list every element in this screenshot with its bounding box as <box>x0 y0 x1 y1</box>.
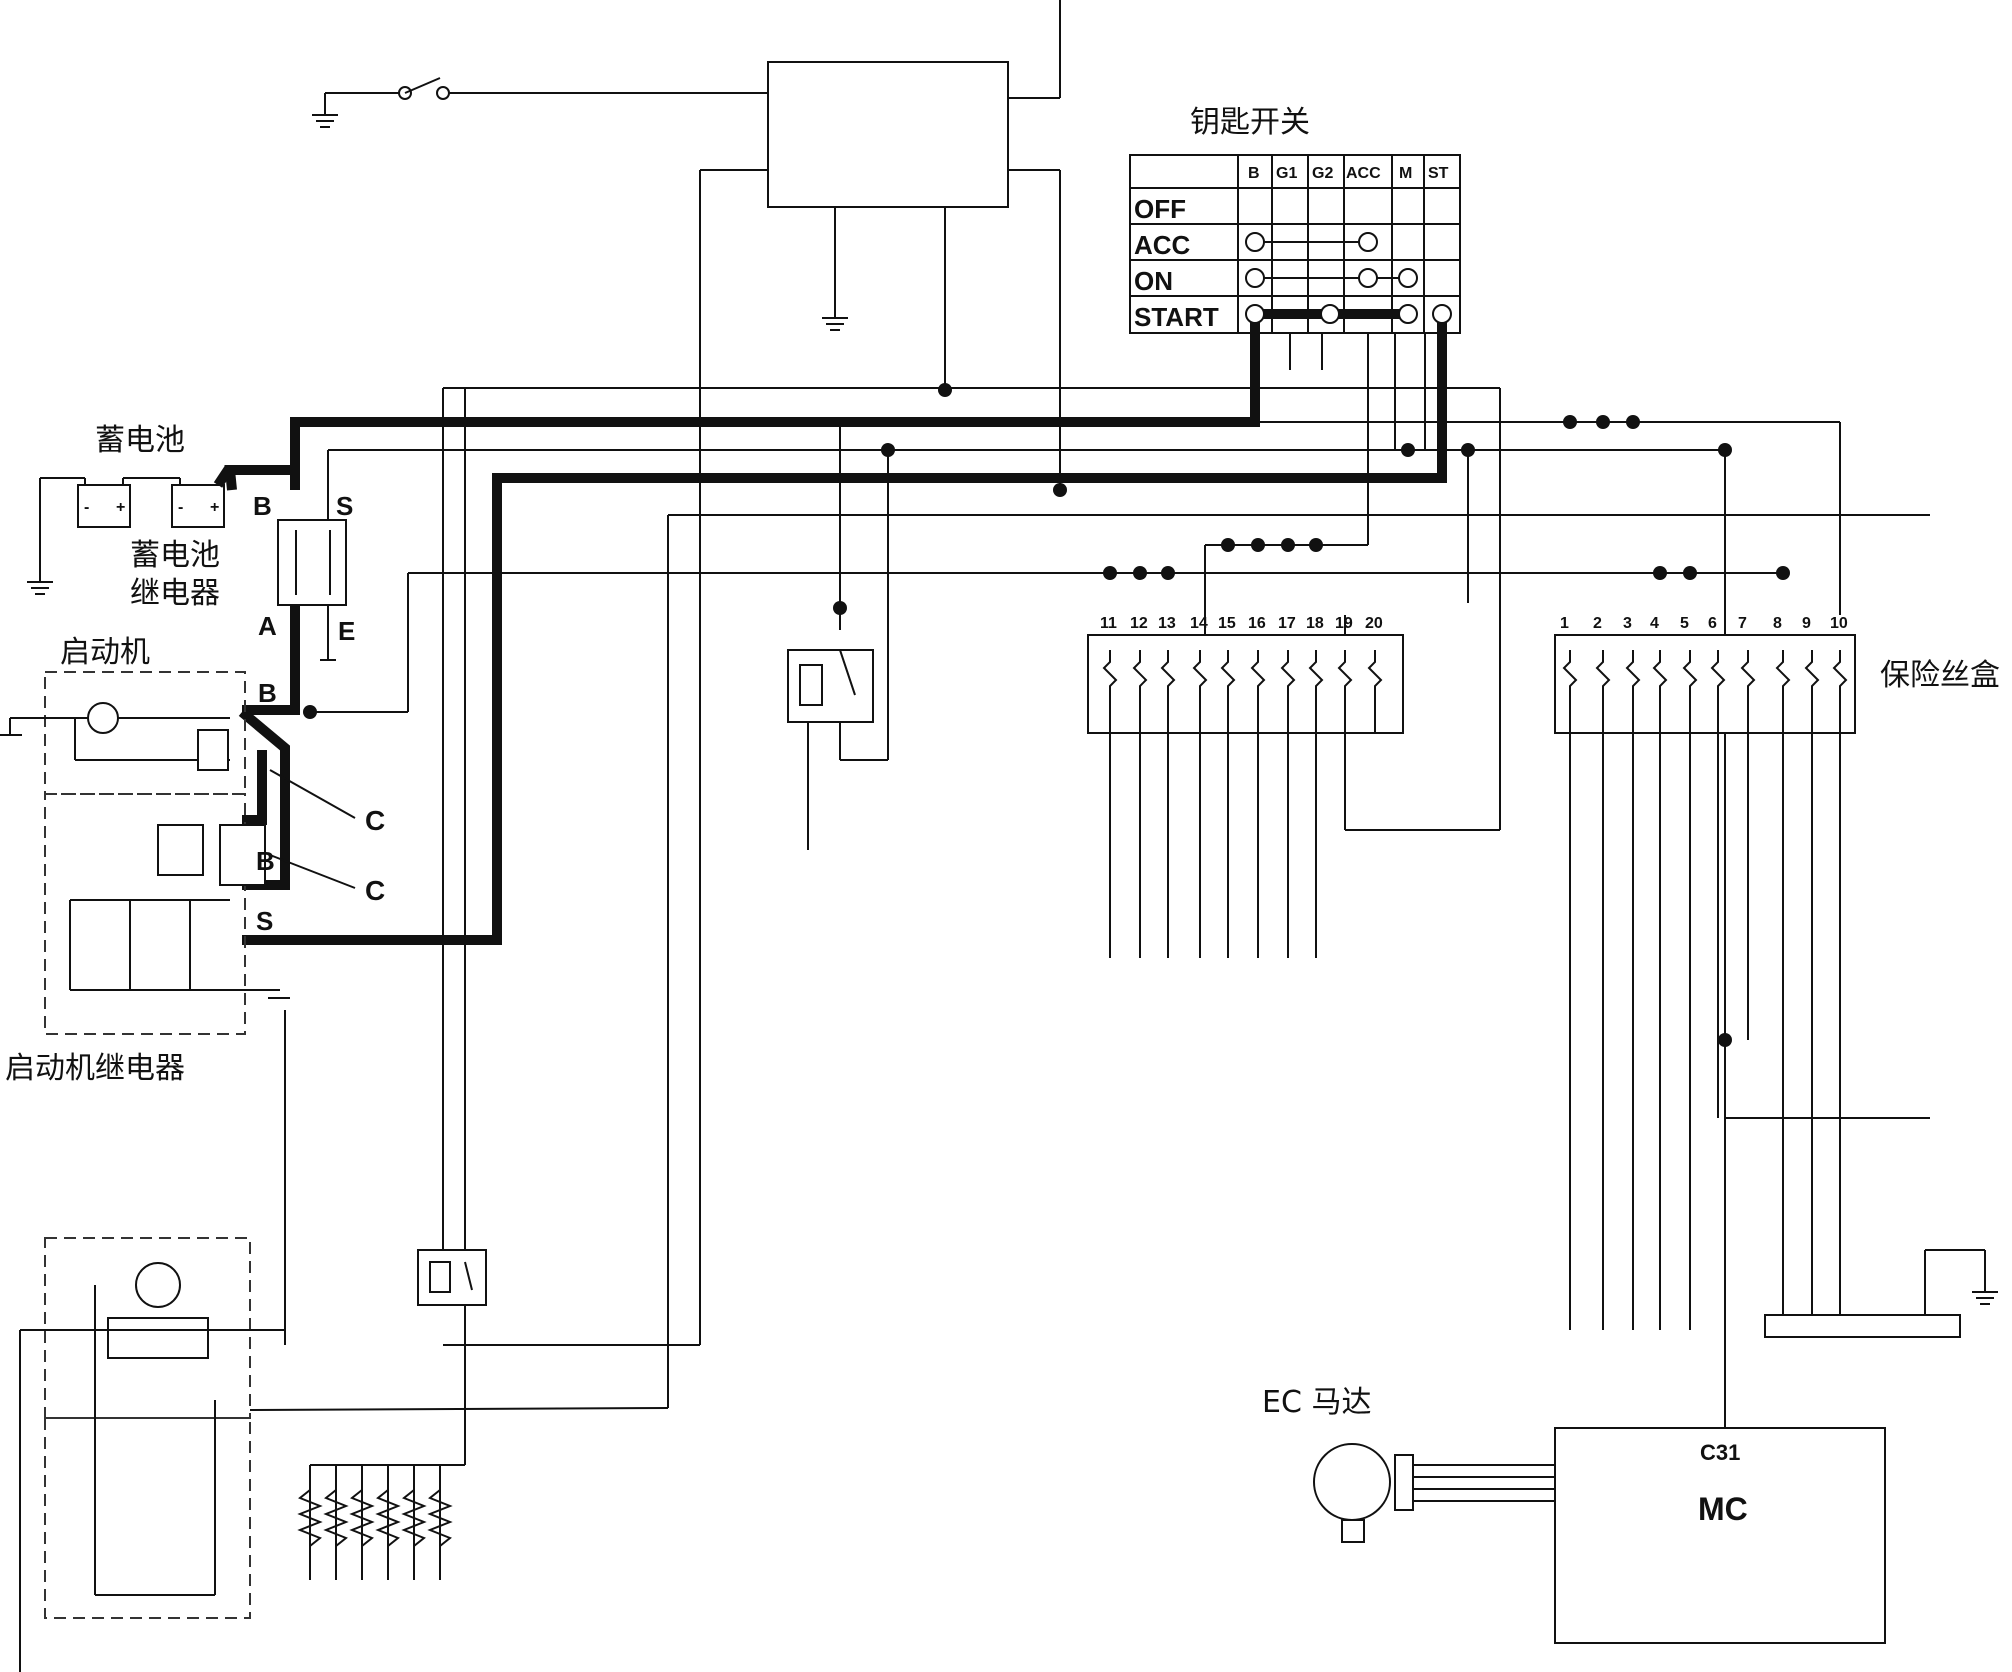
fuse-left-symbol <box>1308 650 1324 700</box>
junction-dots <box>303 383 1790 1047</box>
fuse-labels-right: 1 2 3 4 5 6 7 8 9 10 <box>1560 615 1848 632</box>
fuse-right-label: 8 <box>1773 615 1782 632</box>
key-row-on: ON <box>1134 266 1173 296</box>
battery-label: 蓄电池 <box>95 423 185 458</box>
key-col-b: B <box>1248 165 1260 182</box>
battery-relay-label-2: 继电器 <box>130 576 220 611</box>
fuse-right-symbol <box>1804 650 1820 700</box>
key-switch-table: B G1 G2 ACC M ST OFF ACC ON START <box>1129 154 1461 334</box>
key-col-acc: ACC <box>1346 165 1381 182</box>
key-col-g2: G2 <box>1312 165 1333 182</box>
terminal-a: A <box>258 611 277 641</box>
key-row-acc: ACC <box>1134 230 1191 260</box>
fuse-right-symbol <box>1595 650 1611 700</box>
fuse-box-label: 保险丝盒 <box>1880 658 2000 693</box>
terminal-e: E <box>338 616 355 646</box>
key-row-off: OFF <box>1134 194 1186 224</box>
alternator <box>19 1237 669 1672</box>
key-row-start: START <box>1134 302 1219 332</box>
fuse-right-label: 5 <box>1680 615 1689 632</box>
fuse-left-symbol <box>1250 650 1266 700</box>
terminal-b-starter: B <box>258 678 277 708</box>
terminal-s-starter-relay: S <box>256 906 273 936</box>
key-switch-title: 钥匙开关 <box>1190 105 1310 140</box>
battery: - + - + <box>27 465 292 595</box>
fuse-left-label: 11 <box>1100 615 1117 632</box>
fuse-right-symbol <box>1652 650 1668 700</box>
svg-text:-: - <box>84 499 89 516</box>
fuse-right-symbol <box>1682 650 1698 700</box>
mc-pin-label: C31 <box>1700 1440 1740 1465</box>
fuse-right-symbol <box>1740 650 1756 700</box>
fuse-left-symbol <box>1132 650 1148 700</box>
ec-motor <box>1313 1443 1555 1543</box>
fuse-right-symbol <box>1775 650 1791 700</box>
battery-relay <box>277 450 347 661</box>
terminal-b-starter-relay: B <box>256 846 275 876</box>
fuse-right-label: 6 <box>1708 615 1717 632</box>
fuse-left-symbol <box>1160 650 1176 700</box>
fuse-left-label: 15 <box>1218 615 1236 632</box>
fuse-labels-left: 11 12 13 14 15 16 17 18 19 20 <box>1100 615 1383 632</box>
mc-controller <box>1554 1118 1886 1644</box>
terminal-c-2: C <box>365 875 385 906</box>
fuse-symbols <box>1102 650 1848 1330</box>
fuse-left-symbol <box>1280 650 1296 700</box>
svg-text:+: + <box>210 499 219 516</box>
key-col-m: M <box>1399 165 1412 182</box>
fuse-right-label: 10 <box>1830 615 1848 632</box>
key-col-g1: G1 <box>1276 165 1297 182</box>
svg-text:+: + <box>116 499 125 516</box>
fuse-right-label: 2 <box>1593 615 1602 632</box>
center-relay <box>787 450 889 850</box>
terminal-c-1: C <box>365 805 385 836</box>
fuse-box-left <box>1087 615 1404 734</box>
fuse-left-symbol <box>1367 650 1383 700</box>
fuse-left-symbol <box>1337 650 1353 700</box>
fuse-left-label: 18 <box>1306 615 1324 632</box>
fuse-left-label: 14 <box>1190 615 1208 632</box>
ec-motor-label: EC 马达 <box>1262 1385 1371 1420</box>
fuse-left-label: 19 <box>1335 615 1353 632</box>
fuse-left-label: 12 <box>1130 615 1148 632</box>
starter-label: 启动机 <box>60 635 150 670</box>
fuse-left-label: 17 <box>1278 615 1296 632</box>
starter <box>0 671 246 795</box>
fuse-right-symbol <box>1832 650 1848 700</box>
fuse-right-label: 7 <box>1738 615 1747 632</box>
terminal-b-battery-relay: B <box>253 491 272 521</box>
svg-text:-: - <box>178 499 183 516</box>
starter-relay <box>44 793 290 1345</box>
fuse-right-symbol <box>1710 650 1726 700</box>
fuse-right-symbol <box>1562 650 1578 700</box>
key-col-st: ST <box>1428 165 1449 182</box>
fuse-right-label: 1 <box>1560 615 1569 632</box>
fuse-left-label: 20 <box>1365 615 1383 632</box>
ground-symbol-top <box>822 317 848 331</box>
fuse-left-symbol <box>1192 650 1208 700</box>
resistor-bank <box>297 1464 465 1580</box>
fuse-left-symbol <box>1220 650 1236 700</box>
fuse-left-symbol <box>1102 650 1118 700</box>
battery-relay-label-1: 蓄电池 <box>130 538 220 573</box>
bus-wires <box>310 170 1930 1466</box>
fuse-right-label: 4 <box>1650 615 1659 632</box>
top-control-box <box>700 0 1061 390</box>
fuse-right-symbol <box>1625 650 1641 700</box>
fuse-right-label: 9 <box>1802 615 1811 632</box>
mc-label: MC <box>1698 1491 1748 1527</box>
fuse-left-label: 13 <box>1158 615 1176 632</box>
terminal-s-battery-relay: S <box>336 491 353 521</box>
top-switch <box>312 77 768 128</box>
starter-relay-label: 启动机继电器 <box>5 1051 185 1086</box>
mid-relay <box>417 1249 487 1306</box>
fuse-box-right <box>1554 634 1856 734</box>
fuse-right-label: 3 <box>1623 615 1632 632</box>
terminal-block <box>1764 1249 1998 1338</box>
fuse-left-label: 16 <box>1248 615 1266 632</box>
